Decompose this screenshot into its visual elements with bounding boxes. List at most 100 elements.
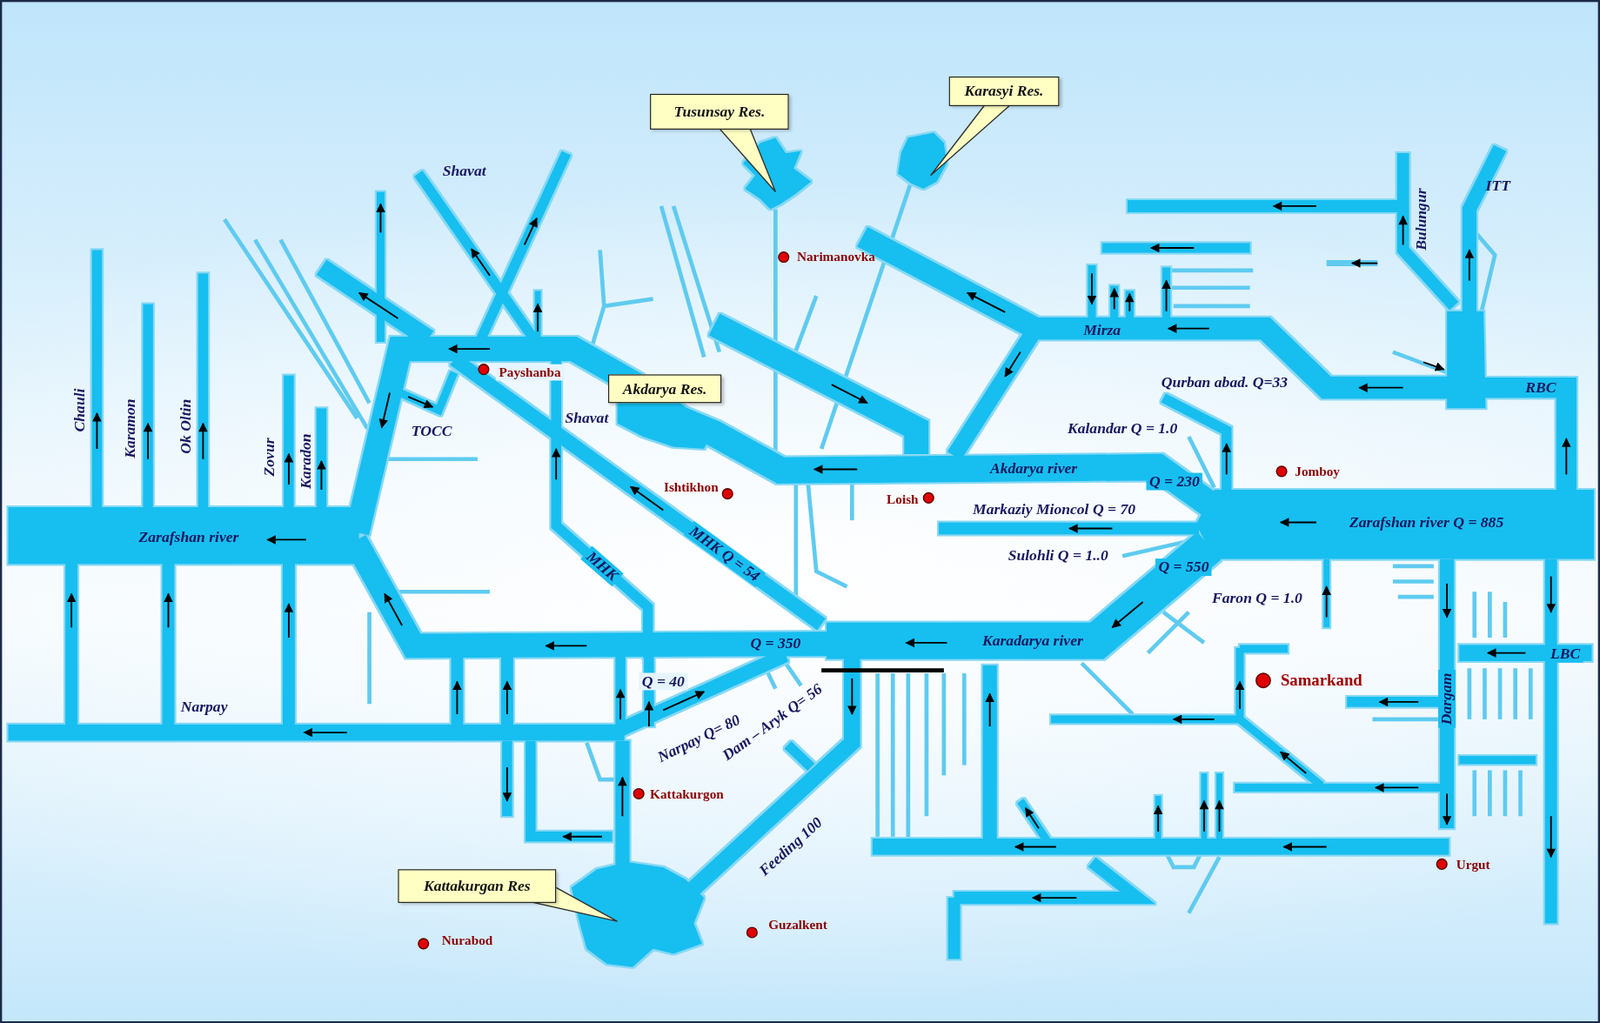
canal [1200, 773, 1207, 847]
minor-canal [1392, 579, 1434, 584]
canal [1087, 265, 1096, 322]
flow-arrow [545, 644, 587, 647]
town-name: Payshanba [495, 364, 564, 382]
canal [982, 665, 997, 848]
flow-arrow [70, 594, 73, 629]
canal [683, 657, 853, 898]
town-dot [778, 252, 790, 263]
minor-canal [254, 240, 368, 429]
minor-canal [1467, 668, 1473, 720]
canal-label: Shavat [562, 409, 612, 428]
minor-canal [367, 612, 372, 705]
minor-canal [1372, 717, 1444, 723]
flow-arrow [648, 702, 650, 727]
flow-arrow [850, 678, 853, 715]
flow-arrow [1402, 216, 1405, 246]
canal [316, 408, 328, 510]
canal [954, 862, 1139, 898]
flow-arrow [1283, 846, 1326, 849]
town-name: Loish [883, 491, 922, 509]
canal [65, 561, 78, 727]
minor-canal [1081, 662, 1133, 715]
town-name: Kattakurgon [647, 786, 728, 804]
canal-label: Q = 40 [638, 672, 688, 690]
minor-canal [1482, 668, 1487, 720]
reservoir-name: Karasyi Res. [964, 82, 1045, 101]
canal [1216, 773, 1223, 847]
flow-arrow [536, 304, 539, 333]
flow-arrow [1325, 586, 1328, 617]
canal [1020, 801, 1052, 848]
flow-arrow [967, 293, 1005, 313]
minor-canal [773, 208, 778, 451]
flow-arrow [471, 248, 490, 275]
canal [1102, 242, 1251, 254]
flow-arrow [1168, 328, 1210, 330]
flow-arrow [1069, 528, 1112, 530]
flow-arrow [1280, 522, 1317, 524]
town-dot [1276, 466, 1287, 477]
flow-arrow [147, 423, 149, 460]
town-dot [747, 927, 758, 938]
canal-label: Markaziy Mioncol Q = 70 [970, 500, 1139, 518]
canal [535, 290, 542, 342]
canal [862, 236, 1482, 389]
reservoir-callout: Kattakurgan Res [397, 869, 556, 904]
flow-arrow [506, 681, 509, 715]
flow-arrow [1015, 846, 1057, 849]
town-name: Urgut [1452, 856, 1493, 874]
canal [283, 375, 295, 511]
flow-arrow [831, 384, 868, 403]
canal [787, 744, 811, 768]
minor-canal [850, 482, 855, 522]
town-dot [722, 488, 733, 500]
canal-label: Sulohli Q = 1..0 [1004, 547, 1112, 565]
canal [1469, 147, 1500, 317]
reservoir-name: Tusunsay Res. [673, 102, 765, 121]
canal [954, 328, 1037, 457]
canal [356, 348, 638, 533]
minor-canal [1166, 267, 1254, 273]
flow-arrow [1113, 288, 1116, 309]
canal [454, 359, 822, 625]
minor-canal [1472, 591, 1477, 638]
canal-label: Faron Q = 1.0 [1208, 589, 1306, 607]
canal-label: LBC [1546, 645, 1583, 663]
flow-arrow [304, 731, 348, 734]
canal [400, 372, 455, 410]
canal [161, 561, 175, 727]
canal [479, 153, 567, 342]
flow-arrow [1273, 205, 1317, 208]
canal [321, 267, 429, 339]
flow-arrow [905, 642, 947, 644]
callout-pointer [530, 105, 1011, 922]
flow-arrow [287, 454, 290, 485]
flow-arrow [1157, 806, 1159, 832]
minor-canal [942, 673, 947, 776]
flow-arrow [455, 681, 458, 715]
flow-arrow [1032, 897, 1077, 899]
canal-label: Ok Oltin [176, 395, 195, 457]
minor-canal [1498, 668, 1503, 720]
flow-arrow [167, 594, 170, 629]
canal [502, 740, 513, 817]
canal-label: Q = 350 [747, 635, 804, 653]
minor-canal [393, 589, 490, 595]
canal [1479, 388, 1567, 493]
minor-canal [377, 456, 478, 462]
canal-label: Zarafshan river [135, 528, 242, 547]
minor-canal [1398, 595, 1434, 600]
flow-arrow [1280, 751, 1306, 774]
town-dot [418, 252, 1447, 950]
minor-canal [1512, 668, 1518, 720]
dam-line [821, 669, 944, 671]
canal [1110, 285, 1118, 322]
reservoir-callout: Akdarya Res. [608, 374, 722, 403]
flow-arrow [562, 836, 603, 838]
canal [615, 740, 630, 877]
reservoir-callout: Tusunsay Res. [649, 93, 790, 130]
flow-arrow [1128, 294, 1131, 312]
town-dot [1436, 859, 1447, 871]
flow-arrow [1565, 438, 1567, 475]
